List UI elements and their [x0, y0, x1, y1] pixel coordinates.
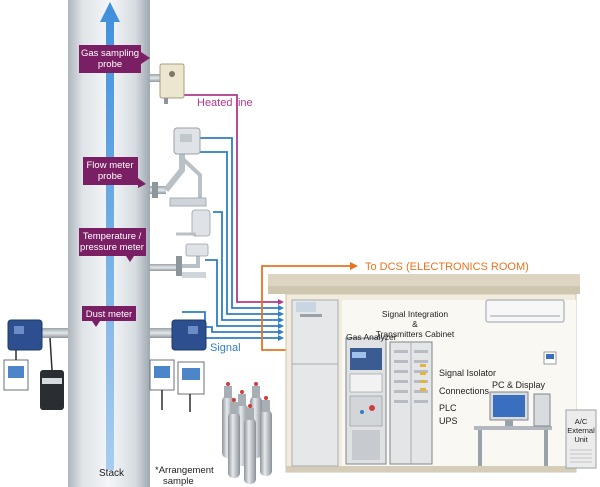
to-dcs-label: To DCS (ELECTRONICS ROOM): [365, 261, 529, 273]
temp-meter-line2: pressure meter: [80, 242, 144, 253]
gas-cylinders: [222, 382, 272, 484]
analyzer-shelter: [268, 274, 597, 473]
flow-meter-probe: [150, 127, 207, 207]
label-temperature: Temperature / pressure meter: [79, 228, 146, 262]
cabinet-line3: Transmitters Cabinet: [376, 329, 455, 339]
dcs-line: [261, 262, 358, 351]
plc-label: PLC: [439, 403, 457, 413]
ac-unit-line3: Unit: [574, 435, 588, 444]
signal-isolator-label: Signal Isolator: [439, 368, 496, 378]
dust-meter-text: Dust meter: [86, 309, 132, 320]
stack-label: Stack: [99, 468, 125, 479]
cabinet-line2: &: [412, 319, 418, 329]
cabinet-line1: Signal Integration: [382, 309, 448, 319]
gas-analyzer-label: Gas Analyzer: [346, 332, 397, 342]
ups-label: UPS: [439, 416, 458, 426]
heated-line-label: Heated line: [197, 97, 253, 109]
ac-unit-line1: A/C: [575, 417, 588, 426]
connections-label: Connections: [439, 386, 490, 396]
gas-probe-line1: Gas sampling: [81, 48, 139, 59]
gas-probe-line2: probe: [98, 59, 122, 70]
ac-unit-line2: External: [567, 426, 595, 435]
arrangement-line2: sample: [163, 476, 194, 487]
signal-arrowheads: [278, 305, 284, 341]
pc-display-label: PC & Display: [492, 380, 546, 390]
signal-label: Signal: [210, 342, 241, 354]
temp-meter-line1: Temperature /: [83, 231, 142, 242]
flow-probe-line2: probe: [98, 171, 122, 182]
heated-arrowhead: [278, 299, 284, 305]
label-dust-meter: Dust meter: [82, 306, 136, 327]
flow-probe-line1: Flow meter: [87, 160, 134, 171]
gas-sampling-probe: [150, 63, 185, 104]
label-flow-meter: Flow meter probe: [83, 157, 146, 188]
label-gas-sampling: Gas sampling probe: [79, 45, 150, 73]
heated-line: [178, 94, 278, 303]
signal-lines: [182, 137, 278, 339]
arrangement-line1: *Arrangement: [155, 465, 214, 476]
dust-meter-right: [149, 319, 207, 412]
temperature-pressure-meter: [150, 209, 211, 278]
dust-meter-left: [3, 319, 68, 410]
